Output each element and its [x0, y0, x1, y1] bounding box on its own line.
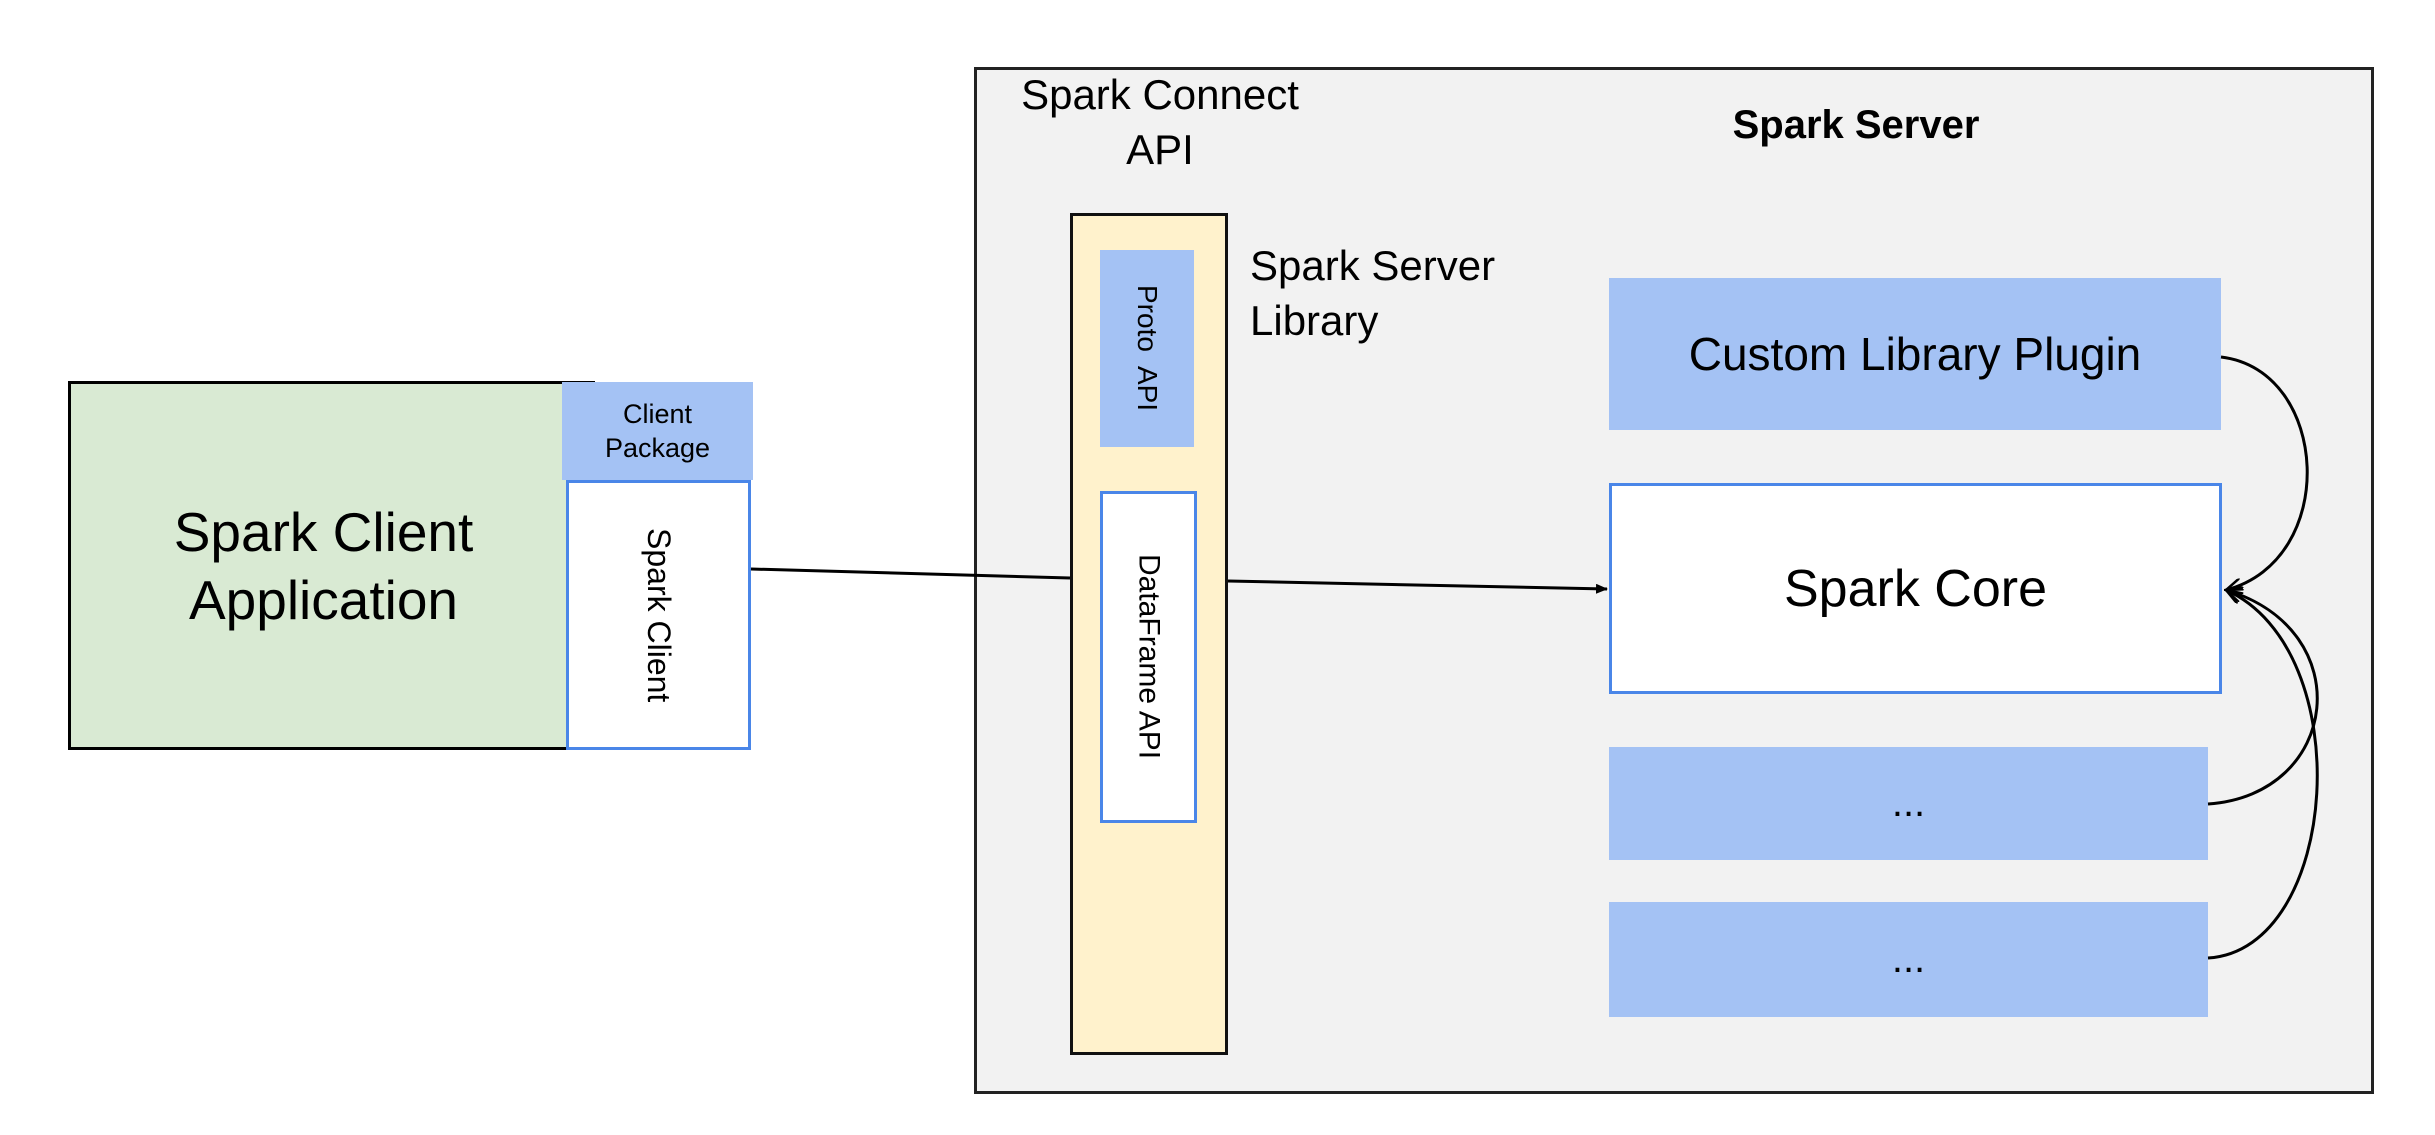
other-module-label-2: ... [1891, 937, 1926, 981]
module2-to-core-arrow [2207, 590, 2319, 960]
other-module-box-1: ... [1609, 747, 2208, 860]
proto-api-box: Proto API [1100, 250, 1194, 447]
module1-to-core-arrow [2207, 590, 2319, 806]
spark-client-application-label: Spark Client Application [173, 500, 474, 631]
client-to-library-line [750, 567, 1071, 580]
spark-connect-api-label: Spark Connect API [1021, 71, 1299, 173]
dataframe-api-label: DataFrame API [1132, 554, 1166, 760]
spark-core-label: Spark Core [1784, 559, 2047, 618]
spark-client-label: Spark Client [641, 527, 677, 703]
spark-core-box: Spark Core [1609, 483, 2222, 694]
spark-server-title: Spark Server [1732, 102, 1980, 147]
spark-client-box: Spark Client [566, 480, 751, 750]
custom-library-plugin-label: Custom Library Plugin [1688, 328, 2142, 380]
custom-library-plugin-box: Custom Library Plugin [1609, 278, 2221, 430]
client-package-label: Client Package [604, 399, 711, 463]
client-package-box: Client Package [562, 382, 753, 480]
library-to-core-arrow [1227, 579, 1608, 594]
spark-client-application-box: Spark Client Application [68, 381, 595, 750]
proto-api-label: Proto API [1132, 285, 1163, 412]
plugin-to-core-arrow [2220, 355, 2309, 590]
other-module-box-2: ... [1609, 902, 2208, 1017]
spark-server-library-label: Spark Server Library [1250, 242, 1496, 344]
other-module-label-1: ... [1891, 781, 1926, 825]
dataframe-api-box: DataFrame API [1100, 491, 1197, 823]
